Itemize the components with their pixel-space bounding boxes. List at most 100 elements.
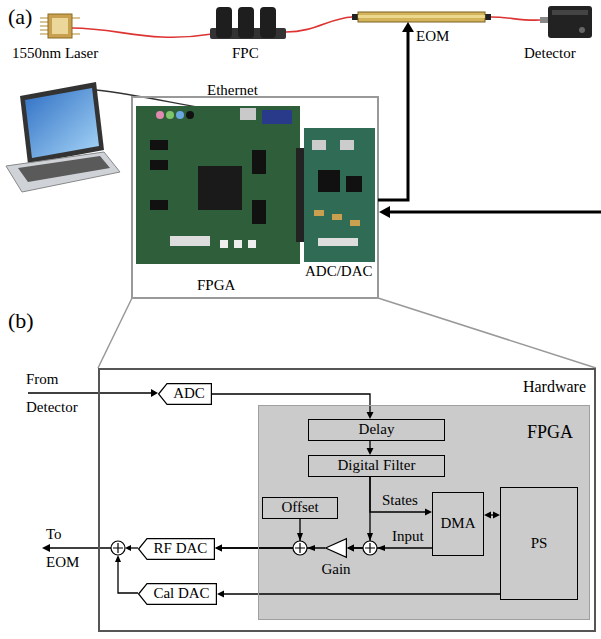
arrow-head — [425, 509, 432, 516]
panel-letter: (a) — [8, 4, 32, 29]
signal-label: To EOM — [46, 520, 88, 576]
sum-junction — [111, 541, 125, 555]
node-label: Gain — [321, 561, 350, 578]
rect-shape — [332, 214, 342, 220]
signal-connector — [370, 477, 432, 516]
signal-connector — [347, 477, 370, 552]
polygon-shape — [20, 82, 104, 164]
arrow-head — [367, 448, 374, 455]
rect-shape — [150, 140, 168, 150]
wire — [131, 547, 138, 548]
arrow-head — [367, 412, 374, 419]
circle-shape — [579, 27, 585, 33]
rect-shape — [260, 7, 276, 38]
arrow-head — [347, 545, 354, 552]
connector-line — [369, 441, 370, 449]
part-label: 1550nm Laser — [12, 45, 98, 62]
rect-shape — [358, 15, 485, 18]
fpga-region: FPGADelayDigital FilterOffsetDMAPSGain — [258, 405, 590, 620]
output-wire — [49, 547, 111, 548]
fpga-board-photo — [136, 106, 300, 264]
zoom-frame — [132, 97, 378, 298]
rect-shape — [252, 150, 266, 174]
g-shape — [28, 393, 151, 593]
rect-shape — [216, 7, 232, 38]
node-label: PS — [531, 535, 548, 552]
zoom-lines — [98, 298, 596, 368]
signal-connector — [217, 591, 500, 598]
input-wire — [28, 392, 151, 393]
arrow-head — [215, 545, 222, 552]
arrow-head — [493, 512, 500, 519]
process-box: Delay — [308, 419, 445, 441]
signal-connector — [367, 441, 374, 455]
hardware-region: HardwareFPGADelayDigital FilterOffsetDMA… — [98, 368, 596, 632]
circle-shape — [176, 111, 184, 119]
plus-sign — [295, 543, 305, 553]
sum-junction — [363, 541, 377, 555]
rect-shape — [170, 236, 210, 246]
rect-shape — [350, 220, 360, 226]
circle-shape — [166, 111, 174, 119]
arrow-head — [215, 545, 222, 552]
node-label: Delay — [359, 421, 395, 438]
node-label: Digital Filter — [338, 457, 416, 474]
link-label: Ethernet — [207, 82, 258, 99]
rect-shape — [252, 200, 266, 224]
amplifier-triangle — [325, 538, 347, 558]
arrow-head — [125, 545, 131, 551]
arrow-head — [297, 533, 303, 541]
region-fill — [258, 405, 590, 620]
node-label: DMA — [440, 515, 475, 532]
connector-line — [370, 477, 426, 512]
arrow-head — [379, 206, 390, 218]
arrow-head — [402, 22, 414, 32]
arrow-head — [367, 533, 373, 541]
node-label: Hardware — [523, 378, 586, 396]
rect-shape — [485, 14, 491, 20]
laptop-icon — [6, 82, 120, 192]
part-label: FPC — [232, 45, 259, 62]
eom-icon — [352, 12, 491, 22]
rect-shape — [358, 12, 485, 22]
signal-label: Input — [392, 528, 424, 545]
rect-shape — [262, 110, 292, 124]
rect-shape — [346, 176, 362, 192]
rect-shape — [150, 200, 168, 210]
signal-connector — [347, 545, 432, 552]
dac-block: RF DAC — [138, 538, 215, 560]
plus-sign — [113, 543, 123, 553]
outline — [159, 384, 212, 405]
rect-shape — [220, 240, 228, 248]
node-label: ADC — [173, 385, 205, 402]
ps-box: PS — [500, 487, 578, 600]
rect-shape — [312, 140, 326, 150]
connector-line — [353, 477, 370, 548]
rect-shape — [318, 238, 358, 246]
polygon-shape — [25, 88, 99, 158]
outline — [326, 539, 347, 558]
rect-shape — [314, 210, 324, 216]
node-label: RF DAC — [154, 540, 208, 557]
connector-line — [221, 519, 300, 548]
panel-letter: (b) — [8, 308, 34, 333]
dac-block: Cal DAC — [138, 583, 217, 605]
dma-box: DMA — [432, 492, 484, 556]
wire — [118, 561, 138, 593]
plus-sign — [365, 543, 375, 553]
rect-shape — [234, 240, 242, 248]
arrow-head — [217, 591, 224, 598]
node-label: FPGA — [527, 422, 573, 443]
rect-shape — [548, 6, 592, 38]
part-label: Detector — [524, 45, 576, 62]
circle-shape — [186, 111, 194, 119]
part-label: EOM — [416, 28, 449, 45]
rect-shape — [240, 108, 256, 120]
rect-shape — [340, 140, 354, 150]
signal-connector — [484, 512, 500, 519]
arrow-head — [151, 389, 158, 397]
arrow-head — [484, 512, 491, 519]
rect-shape — [540, 17, 548, 23]
